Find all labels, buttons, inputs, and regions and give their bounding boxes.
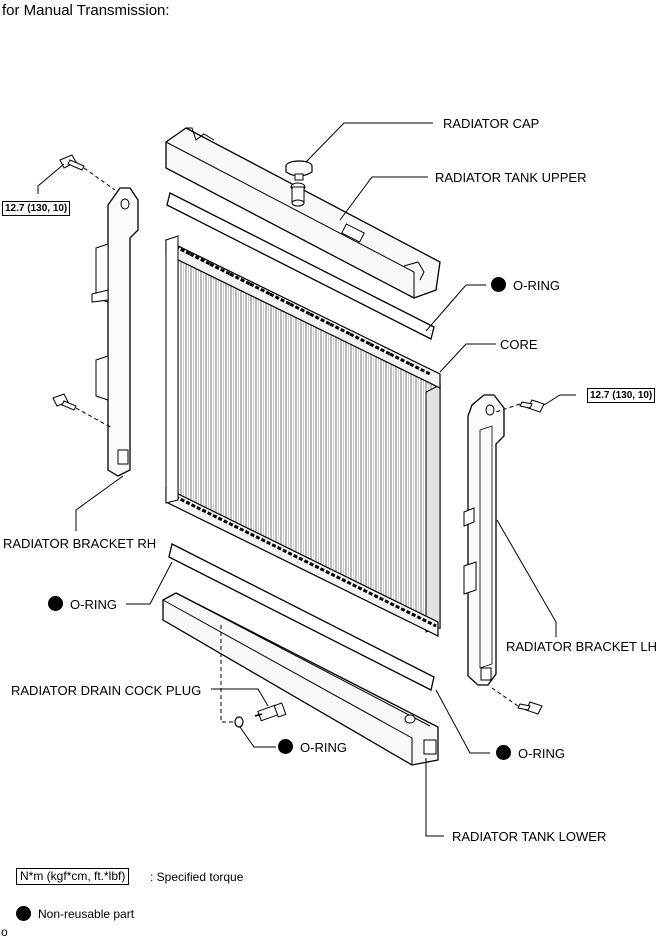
radiator-tank-lower [162, 592, 439, 766]
label-o-ring-lower-gasket: O-RING [70, 597, 117, 612]
bolt-rh-upper [59, 154, 116, 191]
leader-lines [37, 122, 576, 837]
non-reusable-marker [278, 739, 293, 754]
bolt-lh-lower [491, 687, 543, 715]
legend-torque-units: N*m (kgf*cm, ft.*lbf) [16, 868, 130, 885]
non-reusable-marker [491, 277, 506, 292]
bolt-lh-upper [495, 399, 545, 413]
footer-code: o [1, 925, 8, 939]
legend-non-reusable-text: Non-reusable part [38, 907, 135, 921]
label-radiator-cap: RADIATOR CAP [443, 116, 540, 131]
label-o-ring-drain: O-RING [300, 740, 347, 755]
radiator-tank-upper [165, 127, 441, 299]
label-radiator-drain-cock-plug: RADIATOR DRAIN COCK PLUG [11, 683, 202, 698]
label-core: CORE [500, 337, 538, 352]
radiator-bracket-rh [91, 187, 139, 477]
radiator-core [165, 235, 441, 637]
label-o-ring-lower-tank: O-RING [518, 746, 565, 761]
non-reusable-marker [496, 745, 511, 760]
label-radiator-bracket-rh: RADIATOR BRACKET RH [3, 536, 157, 551]
legend-torque-description: : Specified torque [150, 870, 244, 884]
torque-spec-lh: 12.7 (130, 10) [587, 388, 656, 403]
label-o-ring-upper: O-RING [513, 278, 560, 293]
non-reusable-marker [48, 596, 63, 611]
label-radiator-tank-upper: RADIATOR TANK UPPER [435, 170, 587, 185]
radiator-bracket-lh [463, 394, 505, 686]
upper-o-ring-gasket [166, 192, 435, 340]
torque-spec-rh: 12.7 (130, 10) [2, 201, 71, 216]
label-radiator-tank-lower: RADIATOR TANK LOWER [452, 829, 607, 844]
radiator-cap [285, 160, 313, 181]
lower-o-ring-gasket [168, 543, 435, 691]
label-radiator-bracket-lh: RADIATOR BRACKET LH [506, 639, 657, 654]
page-title: for Manual Transmission: [2, 2, 170, 19]
drain-cock-plug [254, 702, 287, 722]
bolt-rh-lower [52, 393, 113, 429]
legend-non-reusable-marker [16, 906, 31, 921]
drain-plug-o-ring [234, 716, 244, 728]
